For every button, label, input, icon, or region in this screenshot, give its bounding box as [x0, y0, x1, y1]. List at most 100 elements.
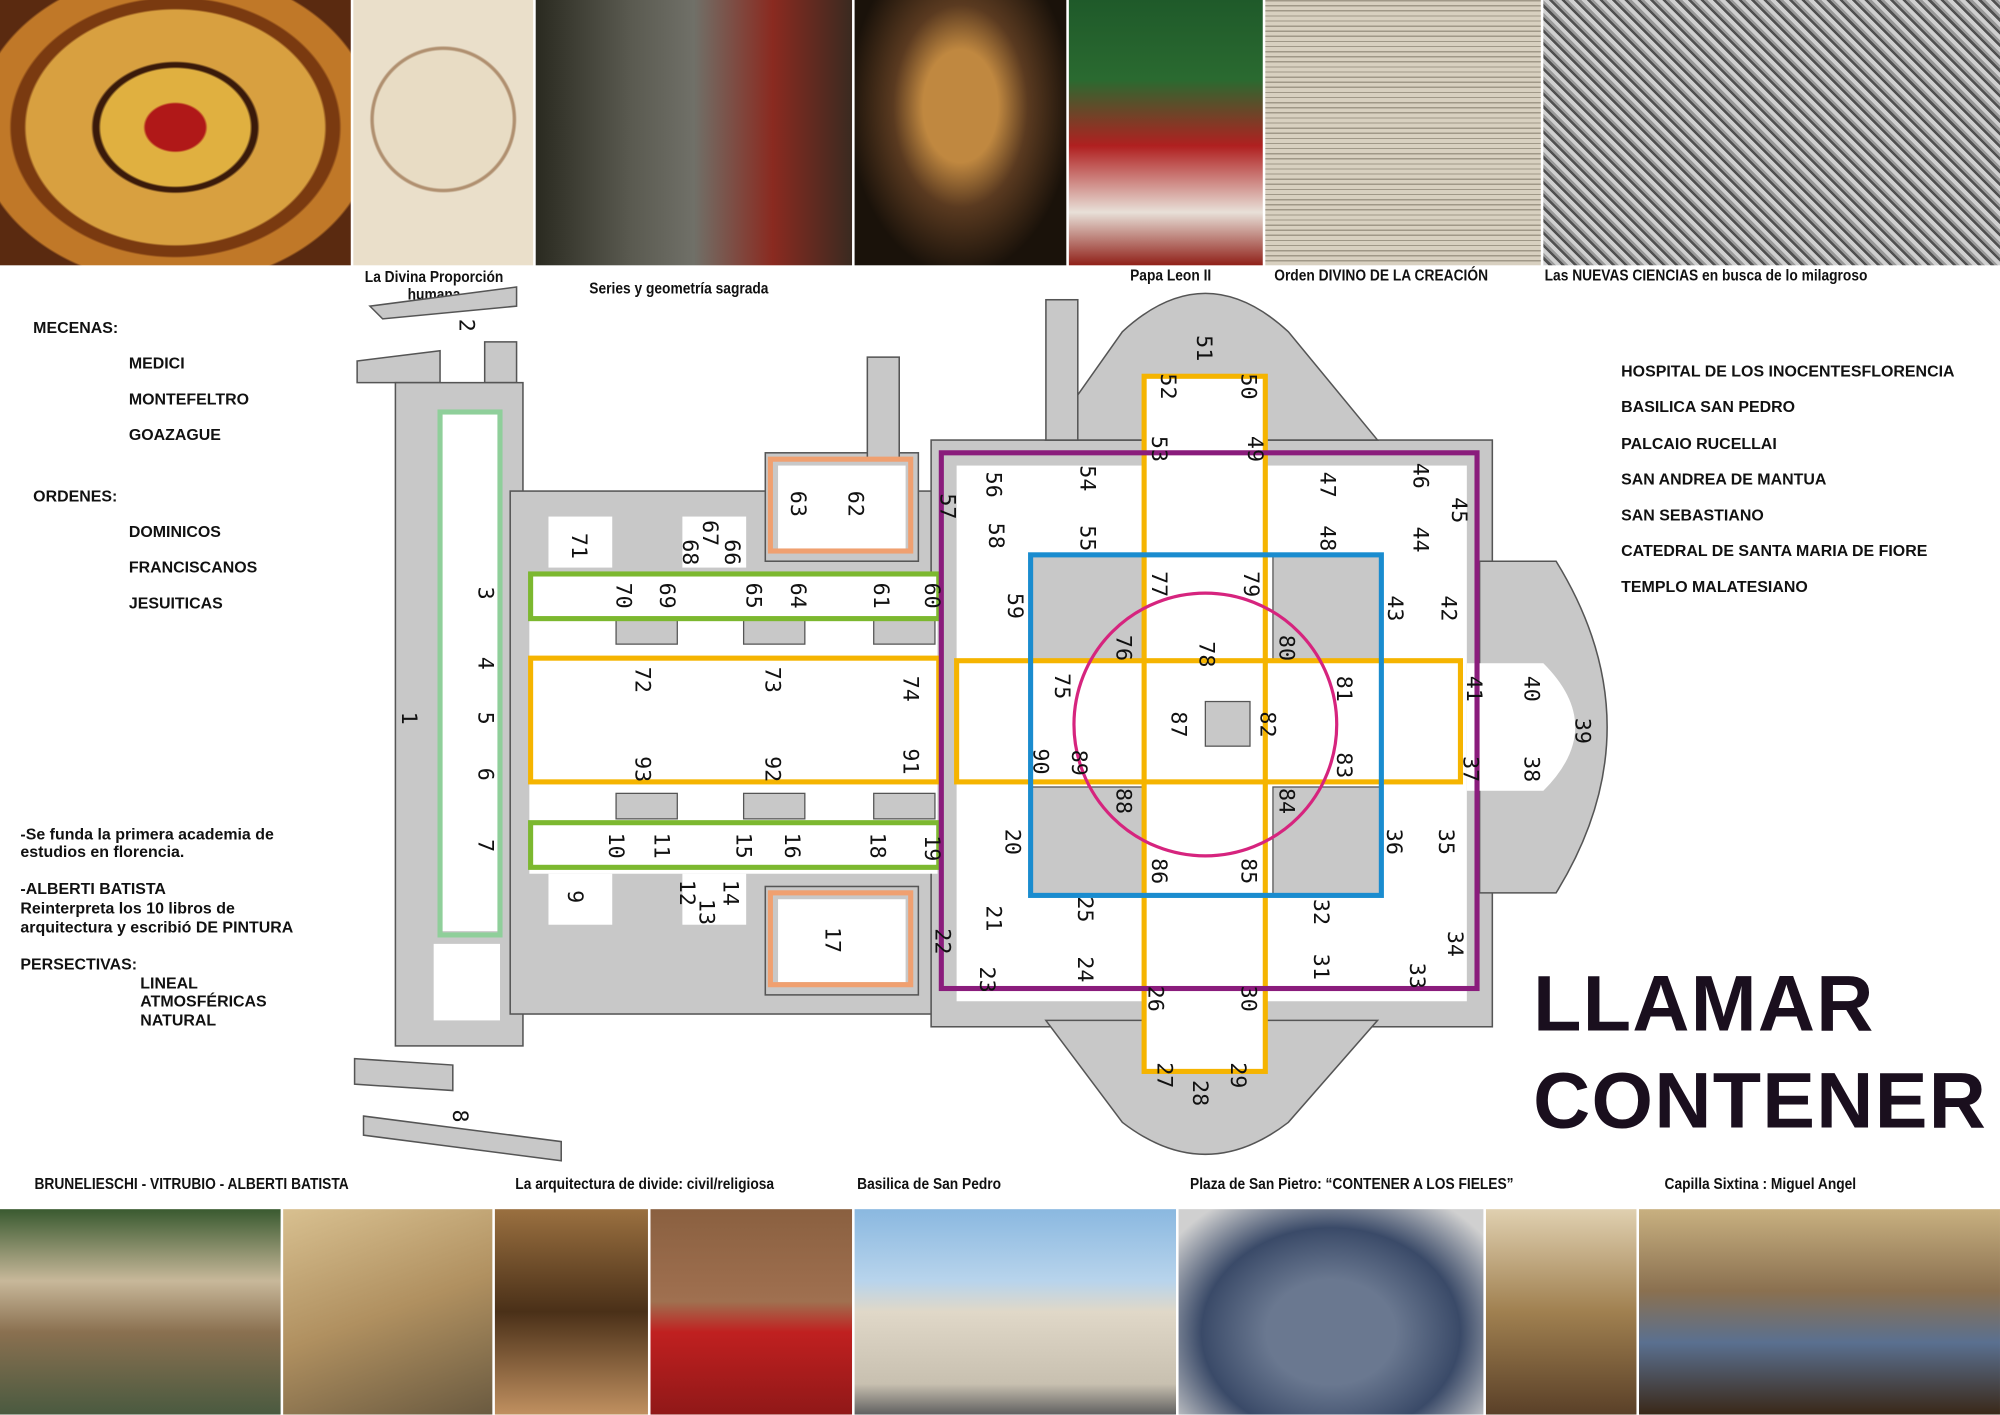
ordenes-item: JESUITICAS [128, 594, 223, 613]
room-number-57: 57 [934, 493, 959, 519]
note-alberti: arquitectura y escribió DE PINTURA [20, 918, 294, 937]
caption-papa-leon: Papa Leon II [1130, 266, 1212, 285]
room-number-28: 28 [1187, 1080, 1212, 1106]
blue-outline-piers [1028, 552, 1384, 898]
room-number-11: 11 [649, 833, 674, 859]
room-number-13: 13 [693, 899, 718, 925]
perspectiva-item: LINEAL [140, 974, 198, 993]
room-number-34: 34 [1442, 931, 1467, 957]
room-number-70: 70 [610, 583, 635, 609]
room-number-59: 59 [1002, 593, 1027, 619]
room-number-45: 45 [1446, 497, 1471, 523]
mecenas-heading: MECENAS: [33, 318, 119, 337]
caption-series-geometria: Series y geometría sagrada [589, 279, 769, 298]
room-number-55: 55 [1075, 525, 1100, 551]
room-number-24: 24 [1072, 956, 1097, 982]
perspectiva-item: NATURAL [140, 1011, 217, 1030]
room-number-48: 48 [1315, 525, 1340, 551]
room-number-1: 1 [396, 712, 421, 725]
room-number-47: 47 [1315, 472, 1340, 498]
room-number-2: 2 [454, 319, 479, 332]
room-number-62: 62 [843, 491, 868, 517]
room-number-39: 39 [1570, 718, 1595, 744]
room-number-72: 72 [630, 667, 655, 693]
room-number-5: 5 [473, 712, 498, 725]
caption-capilla: Capilla Sixtina : Miguel Angel [1664, 1174, 1857, 1193]
photo-michelangelo-portrait [854, 0, 1067, 266]
room-number-21: 21 [980, 905, 1005, 931]
room-number-79: 79 [1238, 571, 1263, 597]
room-number-56: 56 [980, 472, 1005, 498]
room-number-92: 92 [760, 756, 785, 782]
room-number-91: 91 [897, 748, 922, 774]
caption-plaza: Plaza de San Pietro: “CONTENER A LOS FIE… [1190, 1174, 1514, 1193]
room-number-73: 73 [760, 667, 785, 693]
room-number-33: 33 [1404, 963, 1429, 989]
mecenas-item: MEDICI [128, 354, 185, 373]
photo-st-peters-square [1178, 1209, 1484, 1415]
room-number-54: 54 [1075, 465, 1100, 491]
room-number-23: 23 [974, 967, 999, 993]
note-alberti: Reinterpreta los 10 libros de [20, 899, 235, 918]
photo-baldachin [494, 1209, 648, 1415]
magenta-circle-dome [1072, 591, 1339, 858]
room-number-77: 77 [1146, 571, 1171, 597]
room-number-86: 86 [1146, 858, 1171, 884]
building-item: CATEDRAL DE SANTA MARIA DE FIORE [1621, 542, 1928, 560]
building-item: SAN ANDREA DE MANTUA [1621, 470, 1827, 489]
room-number-4: 4 [473, 657, 498, 670]
room-number-15: 15 [730, 833, 755, 859]
photo-divine-order-engraving [1265, 0, 1541, 266]
room-number-85: 85 [1235, 858, 1260, 884]
purple-outline-cross [938, 450, 1480, 992]
room-number-25: 25 [1072, 896, 1097, 922]
note-academia: estudios en florencia. [20, 843, 185, 861]
room-number-10: 10 [603, 833, 628, 859]
room-number-61: 61 [868, 583, 893, 609]
room-number-8: 8 [447, 1110, 472, 1123]
room-number-42: 42 [1436, 595, 1461, 621]
building-item: HOSPITAL DE LOS INOCENTESFLORENCIA [1621, 362, 1955, 381]
room-number-6: 6 [473, 768, 498, 781]
building-item: BASILICA SAN PEDRO [1621, 397, 1796, 416]
room-number-67: 67 [697, 520, 722, 546]
ordenes-heading: ORDENES: [33, 487, 118, 506]
room-number-87: 87 [1165, 711, 1190, 737]
ordenes-item: FRANCISCANOS [128, 558, 258, 577]
room-number-51: 51 [1191, 335, 1216, 361]
room-number-40: 40 [1519, 676, 1544, 702]
headline-llamar: LLAMAR [1533, 960, 1875, 1049]
room-number-75: 75 [1049, 673, 1074, 699]
room-number-44: 44 [1408, 526, 1433, 552]
room-number-93: 93 [630, 756, 655, 782]
room-number-36: 36 [1381, 829, 1406, 855]
perspectiva-item: ATMOSFÉRICAS [140, 992, 267, 1011]
room-number-37: 37 [1457, 756, 1482, 782]
mecenas-item: MONTEFELTRO [128, 390, 249, 409]
building-item: TEMPLO MALATESIANO [1621, 577, 1808, 596]
caption-arquitectura: La arquitectura de divide: civil/religio… [515, 1174, 775, 1193]
room-number-82: 82 [1255, 711, 1280, 737]
room-number-83: 83 [1331, 752, 1356, 778]
room-number-17: 17 [820, 927, 845, 953]
room-number-58: 58 [983, 523, 1008, 549]
room-number-63: 63 [785, 491, 810, 517]
room-number-49: 49 [1242, 436, 1267, 462]
yellow-outline-crossing [1141, 373, 1268, 1074]
room-number-19: 19 [919, 835, 944, 861]
room-number-29: 29 [1225, 1062, 1250, 1088]
room-number-89: 89 [1066, 750, 1091, 776]
photo-sistine-chapel [1639, 1209, 2000, 1415]
room-number-32: 32 [1308, 899, 1333, 925]
photo-cardinals-interior [650, 1209, 853, 1415]
salmon-outline-chapel [767, 456, 914, 554]
room-number-9: 9 [562, 890, 587, 903]
room-number-12: 12 [674, 880, 699, 906]
room-number-3: 3 [473, 587, 498, 600]
room-number-50: 50 [1235, 373, 1260, 399]
room-number-74: 74 [897, 676, 922, 702]
caption-basilica: Basilica de San Pedro [857, 1174, 1002, 1193]
